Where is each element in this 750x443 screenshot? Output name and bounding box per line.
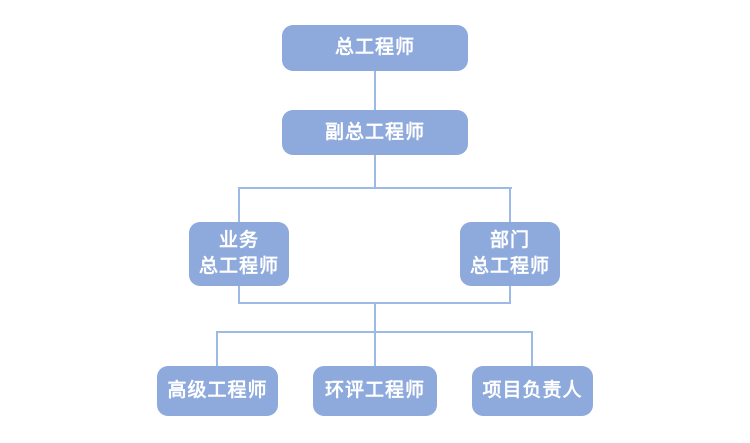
connector-department-stem <box>509 286 511 304</box>
connector-business-stem <box>238 286 240 304</box>
node-senior-engineer-label: 高级工程师 <box>167 380 268 401</box>
connector-drop-project-leader <box>531 331 533 366</box>
connector-drop-business <box>238 187 240 222</box>
connector-drop-department <box>509 187 511 222</box>
node-deputy-chief-engineer-label: 副总工程师 <box>324 121 425 143</box>
node-eia-engineer: 环评工程师 <box>313 366 437 416</box>
node-chief-engineer: 总工程师 <box>282 25 468 71</box>
node-deputy-chief-engineer: 副总工程师 <box>282 110 468 155</box>
connector-drop-senior-engineer <box>216 331 218 366</box>
connector-deputy-stem <box>374 155 376 189</box>
connector-level3-bus <box>238 187 512 189</box>
node-department-chief-engineer-label: 部门 总工程师 <box>469 230 550 277</box>
node-project-leader: 项目负责人 <box>472 366 593 416</box>
connector-drop-eia-engineer <box>374 331 376 366</box>
node-project-leader-label: 项目负责人 <box>482 380 583 401</box>
node-business-chief-engineer-label: 业务 总工程师 <box>198 230 279 277</box>
connector-merge-stem <box>374 302 376 333</box>
node-department-chief-engineer: 部门 总工程师 <box>460 222 560 286</box>
connector-chief-to-deputy <box>374 71 376 110</box>
node-senior-engineer: 高级工程师 <box>157 366 278 416</box>
node-eia-engineer-label: 环评工程师 <box>324 380 425 401</box>
node-chief-engineer-label: 总工程师 <box>334 37 415 58</box>
node-business-chief-engineer: 业务 总工程师 <box>189 222 289 286</box>
